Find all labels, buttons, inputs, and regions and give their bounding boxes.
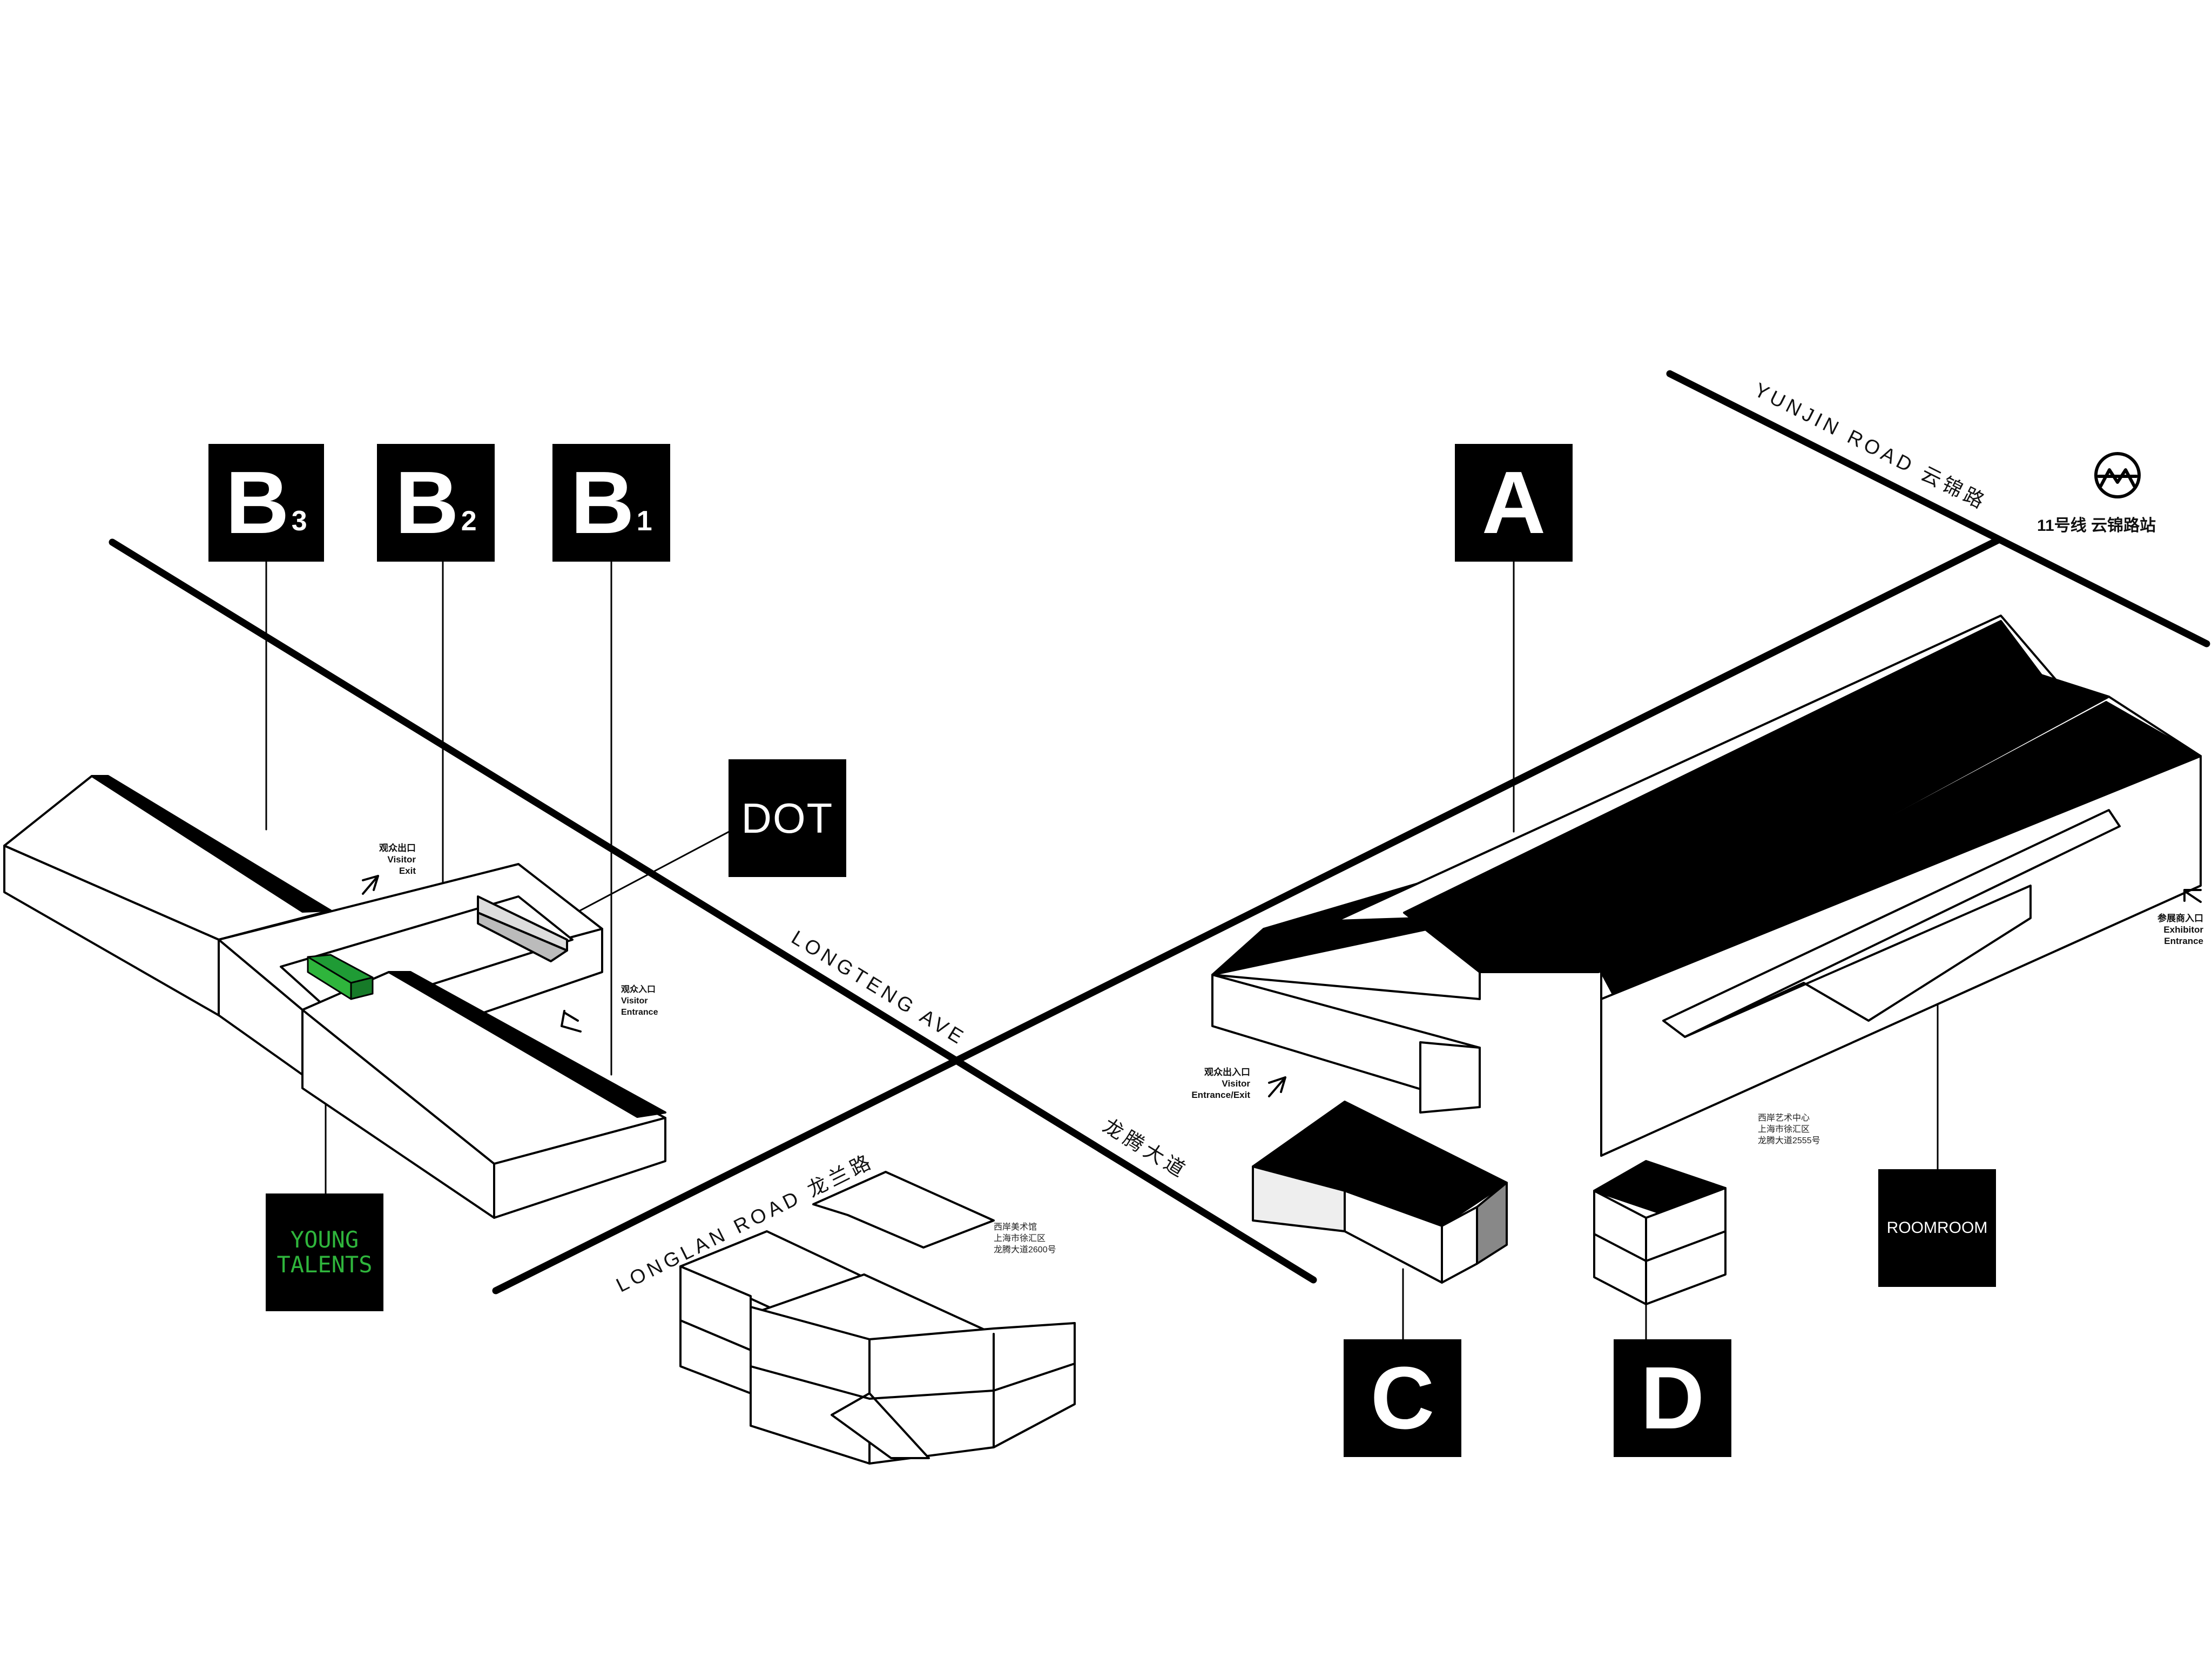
building-c <box>1252 1101 1508 1284</box>
note-visitor-entrance-exit: 观众出入口 Visitor Entrance/Exit <box>1161 1067 1250 1101</box>
note-visitor-exit-cn: 观众出口 <box>379 843 416 853</box>
note-museum-name: 西岸美术馆 <box>994 1223 1037 1232</box>
metro-logo-icon <box>2094 452 2141 498</box>
building-a <box>1211 615 2202 1157</box>
building-d <box>1593 1160 1727 1305</box>
note-west-bund-art-center: 西岸艺术中心 上海市徐汇区 龙腾大道2555号 <box>1758 1112 1866 1147</box>
note-exhibitor-cn: 参展商入口 <box>2157 913 2203 923</box>
note-visitor-exit-en2: Exit <box>399 866 416 876</box>
note-exhibitor-entrance: 参展商入口 Exhibitor Entrance <box>2122 913 2203 947</box>
note-entrance-exit-en2: Entrance/Exit <box>1191 1090 1250 1100</box>
note-museum-district: 上海市徐汇区 <box>994 1234 1046 1243</box>
note-entrance-exit-en1: Visitor <box>1222 1078 1250 1089</box>
note-museum-address: 龙腾大道2600号 <box>994 1245 1056 1255</box>
note-visitor-entrance-cn: 观众入口 <box>621 985 656 994</box>
label-roomroom: ROOMROOM <box>1878 1169 1996 1287</box>
road-longteng-ave <box>109 538 1317 1284</box>
label-b2-letter: B <box>395 453 459 552</box>
note-visitor-exit: 观众出口 Visitor Exit <box>335 842 416 876</box>
note-art-center-district: 上海市徐汇区 <box>1758 1125 1810 1134</box>
building-b1 <box>301 971 666 1219</box>
label-b3-sub: 3 <box>291 505 307 537</box>
label-a: A <box>1455 444 1573 562</box>
building-west-bund-museum <box>679 1171 1076 1465</box>
note-art-center-name: 西岸艺术中心 <box>1758 1114 1810 1123</box>
label-b1-letter: B <box>570 453 635 552</box>
note-exhibitor-en1: Exhibitor <box>2163 925 2203 935</box>
young-talents-line1: YOUNG <box>290 1226 359 1253</box>
note-visitor-entrance: 观众入口 Visitor Entrance <box>621 984 697 1018</box>
note-entrance-exit-cn: 观众出入口 <box>1204 1067 1250 1077</box>
label-dot: DOT <box>729 759 846 877</box>
label-young-talents: YOUNG TALENTS <box>266 1193 383 1311</box>
metro-station-label: 11号线 云锦路站 <box>2037 517 2156 535</box>
label-b2-sub: 2 <box>461 505 477 537</box>
arrow-visitor-entrance <box>561 1025 582 1033</box>
note-art-center-address: 龙腾大道2555号 <box>1758 1136 1820 1145</box>
young-talents-link <box>307 954 374 1000</box>
label-b3-letter: B <box>225 453 289 552</box>
note-west-bund-museum: 西岸美术馆 上海市徐汇区 龙腾大道2600号 <box>994 1222 1102 1256</box>
road-yunjin-road <box>1666 370 2210 648</box>
young-talents-line2: TALENTS <box>276 1251 373 1278</box>
label-b1-sub: 1 <box>636 505 652 537</box>
note-visitor-entrance-en1: Visitor <box>621 996 648 1006</box>
note-visitor-entrance-en2: Entrance <box>621 1008 658 1017</box>
note-exhibitor-en2: Entrance <box>2164 936 2203 946</box>
note-visitor-exit-en1: Visitor <box>387 854 416 865</box>
label-c: C <box>1344 1339 1461 1457</box>
road-longlan-road <box>492 536 2002 1294</box>
label-d: D <box>1614 1339 1731 1457</box>
arrow-exhibitor-entrance <box>2183 889 2202 902</box>
